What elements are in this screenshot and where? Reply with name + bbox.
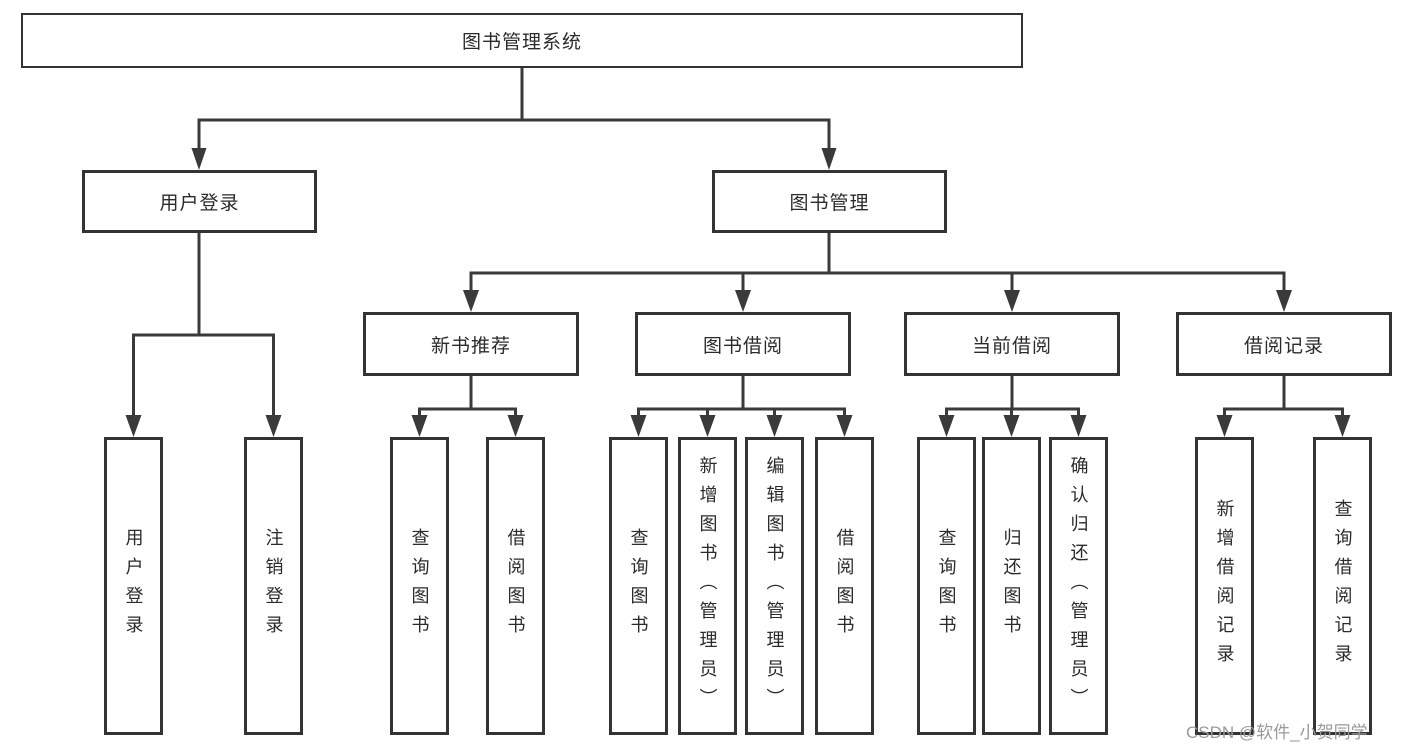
arrowhead [821, 148, 837, 170]
watermark: CSDN @软件_小贺同学 [1186, 723, 1368, 742]
arrowhead [125, 415, 142, 437]
leaf-query-books-borrow: 查询图书 [609, 437, 668, 735]
arrowhead [735, 290, 751, 312]
leaf-add-book-admin: 新增图书（管理员） [678, 437, 737, 735]
leaf-edit-book-admin: 编辑图书（管理员） [745, 437, 804, 735]
leaf-query-books-current: 查询图书 [917, 437, 976, 735]
arrowhead [1276, 290, 1292, 312]
leaf-borrow-books-recommend: 借阅图书 [486, 437, 545, 735]
leaf-add-borrow-record-label: 新增借阅记录 [1214, 499, 1235, 673]
node-current-borrow: 当前借阅 [904, 312, 1120, 376]
leaf-confirm-return-admin: 确认归还（管理员） [1049, 437, 1108, 735]
node-current-borrow-label: 当前借阅 [971, 335, 1052, 357]
arrowhead [938, 415, 955, 437]
user-login-branch-connector [125, 231, 282, 437]
records-branch-connector [1216, 374, 1351, 437]
leaf-query-books-borrow-label: 查询图书 [628, 528, 649, 644]
leaf-query-books-recommend: 查询图书 [390, 437, 449, 735]
recommend-branch-connector [411, 374, 524, 437]
node-borrow-records-label: 借阅记录 [1243, 335, 1324, 357]
leaf-confirm-return-admin-label: 确认归还（管理员） [1068, 455, 1089, 717]
arrowhead [630, 415, 647, 437]
arrowhead [1216, 415, 1233, 437]
current-borrow-branch-connector [938, 374, 1087, 437]
leaf-add-borrow-record: 新增借阅记录 [1195, 437, 1254, 735]
node-library-system-label: 图书管理系统 [461, 32, 582, 53]
leaf-return-book: 归还图书 [982, 437, 1041, 735]
node-borrow-records: 借阅记录 [1176, 312, 1392, 376]
leaf-query-books-current-label: 查询图书 [936, 528, 957, 644]
leaf-return-book-label: 归还图书 [1001, 528, 1022, 644]
node-new-book-recommend-label: 新书推荐 [430, 335, 511, 357]
arrowhead [836, 415, 853, 437]
leaf-query-borrow-record-label: 查询借阅记录 [1332, 499, 1353, 673]
arrowhead [699, 415, 716, 437]
arrowhead [1004, 290, 1020, 312]
arrowhead [191, 148, 207, 170]
leaf-user-login-label: 用户登录 [123, 528, 144, 644]
leaf-logout-label: 注销登录 [263, 528, 284, 644]
leaf-add-book-admin-label: 新增图书（管理员） [697, 455, 718, 717]
leaf-edit-book-admin-label: 编辑图书（管理员） [764, 455, 785, 717]
arrowhead [766, 415, 783, 437]
node-book-borrow-label: 图书借阅 [702, 335, 783, 357]
arrowhead [1003, 415, 1020, 437]
leaf-logout: 注销登录 [244, 437, 303, 735]
node-book-management: 图书管理 [712, 170, 947, 233]
node-book-management-label: 图书管理 [789, 193, 870, 214]
leaf-borrow-books-recommend-label: 借阅图书 [505, 528, 526, 644]
node-user-login: 用户登录 [82, 170, 317, 233]
arrowhead [411, 415, 428, 437]
node-user-login-label: 用户登录 [159, 193, 240, 214]
node-library-system: 图书管理系统 [21, 13, 1023, 68]
node-new-book-recommend: 新书推荐 [363, 312, 579, 376]
leaf-borrow-books-label: 借阅图书 [834, 528, 855, 644]
root-branch-connector [191, 66, 837, 170]
leaf-user-login: 用户登录 [104, 437, 163, 735]
leaf-borrow-books: 借阅图书 [815, 437, 874, 735]
node-book-borrow: 图书借阅 [635, 312, 851, 376]
book-management-branch-connector [463, 231, 1292, 312]
arrowhead [265, 415, 282, 437]
arrowhead [463, 290, 479, 312]
borrow-branch-connector [630, 374, 853, 437]
arrowhead [1334, 415, 1351, 437]
leaf-query-borrow-record: 查询借阅记录 [1313, 437, 1372, 735]
leaf-query-books-recommend-label: 查询图书 [409, 528, 430, 644]
arrowhead [1070, 415, 1087, 437]
arrowhead [507, 415, 524, 437]
